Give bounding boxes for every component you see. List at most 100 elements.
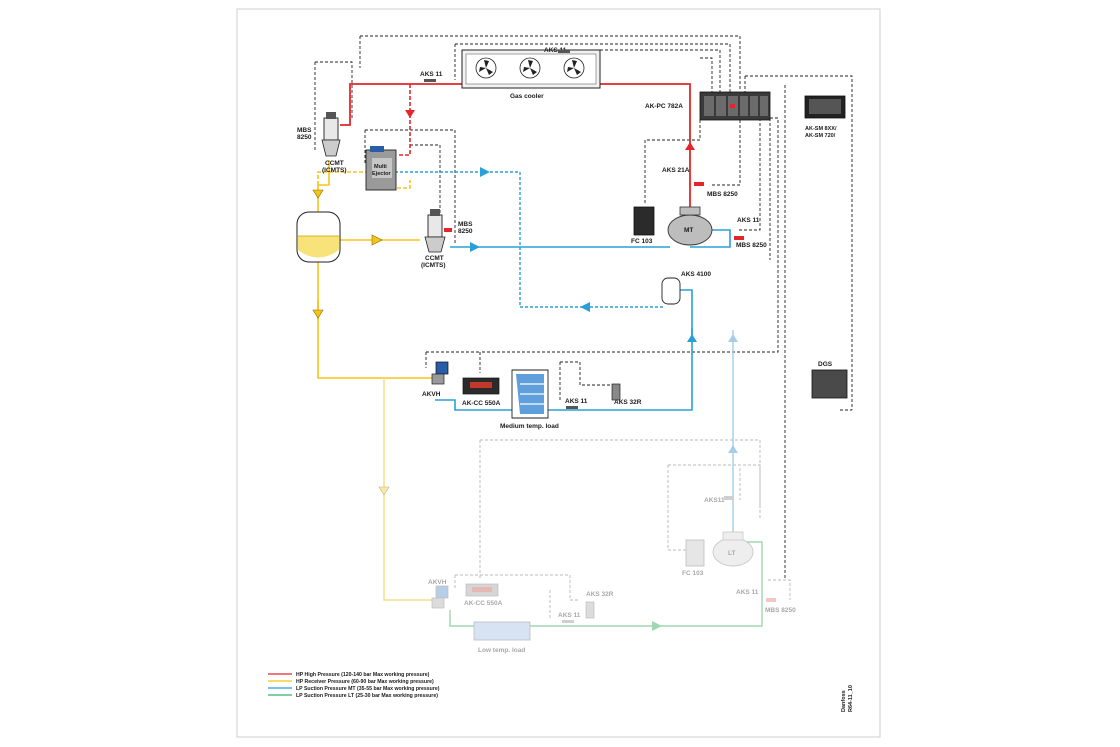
medium-temp-case [511, 369, 549, 419]
aks11-top-label: AKS 11 [544, 47, 567, 54]
ak-cc550a-controller [462, 377, 500, 395]
ccmt-center-label-1: CCMT [425, 255, 444, 262]
fc103-lt-label: FC 103 [682, 570, 704, 577]
mt-compressor-top [679, 206, 701, 216]
suction-mt-dashed [395, 171, 665, 308]
mbs-left-label-1: MBS [297, 127, 312, 134]
mt-label: MT [684, 227, 693, 234]
aks32r-sensor-icon [611, 383, 621, 401]
mbs-left-label-2: 8250 [297, 134, 312, 141]
flow-arrow-lightblue-1 [728, 334, 738, 342]
aks11-right-label: AKS 11 [737, 217, 760, 224]
mbs8250-right-label: MBS 8250 [736, 242, 767, 249]
fc103-label: FC 103 [631, 238, 653, 245]
receiver-pressure-lt [383, 378, 432, 601]
legend-receiver-pressure: HP Receiver Pressure (60-90 bar Max work… [296, 679, 434, 685]
flow-arrow-lightblue-2 [728, 445, 738, 453]
ccmt-center-label-2: (ICMTS) [421, 262, 446, 269]
control-wiring [314, 35, 853, 580]
flow-arrow-blue-4 [687, 334, 697, 342]
ccmt-left-label-1: CCMT [325, 160, 344, 167]
gas-cooler [461, 49, 601, 89]
aks11-load-label: AKS 11 [565, 398, 588, 405]
flow-arrow-blue-3 [580, 302, 590, 312]
fan-icon [519, 57, 541, 79]
aks4100-label: AKS 4100 [681, 271, 711, 278]
flow-arrow-yellow-down-2 [312, 309, 324, 319]
ccmt-left-valve [321, 112, 341, 157]
aks32r-label: AKS 32R [614, 399, 642, 406]
aks21a-sensor-icon [694, 182, 704, 186]
legend-suction-mt: LP Suction Pressure MT (35-55 bar Max wo… [296, 686, 440, 692]
low-load-label: Low temp. load [478, 647, 525, 654]
aks21a-label: AKS 21A [662, 167, 690, 174]
legend-suction-lt: LP Suction Pressure LT (25-30 bar Max wo… [296, 693, 438, 699]
lt-label: LT [728, 550, 735, 557]
multi-ejector-label-1: Multi [374, 164, 387, 170]
flow-arrow-blue-2 [480, 167, 490, 177]
mbs8250-lt-label: MBS 8250 [765, 607, 796, 614]
aks11-load-sensor-icon [566, 406, 578, 409]
low-temp-case [473, 621, 531, 641]
drawing-code-label: R64-11_10 [848, 685, 854, 712]
receiver-tank [296, 211, 341, 263]
suction-mt-lines [435, 229, 731, 411]
flow-arrow-blue-1 [470, 242, 480, 252]
akvh-label: AKVH [422, 391, 441, 398]
ak-pc-label: AK-PC 782A [645, 103, 683, 110]
high-pressure-dashed [397, 84, 411, 156]
ak-cc550a-lt-controller [465, 583, 499, 597]
high-pressure-lines [340, 83, 691, 207]
fc103-drive [633, 206, 655, 236]
receiver-pressure-dashed [317, 171, 411, 189]
legend: HP High Pressure (120-140 bar Max workin… [268, 672, 440, 699]
flow-arrow-green [652, 621, 662, 631]
fan-icon [563, 57, 585, 79]
ak-sm-label-2: AK-SM 720/ [805, 133, 836, 139]
suction-lt-lines [449, 541, 763, 627]
gas-cooler-label: Gas cooler [510, 93, 544, 100]
aks11-lt-load-sensor-icon [562, 620, 574, 623]
fc103-lt-drive [685, 539, 705, 567]
page-border [236, 8, 881, 738]
ak-sm-label-1: AK-SM 8XX/ [805, 126, 837, 132]
danfoss-label: Danfoss [841, 690, 847, 712]
ak-cc550a-lt-label: AK-CC 550A [464, 600, 503, 607]
aks32r-lt-label: AKS 32R [586, 591, 614, 598]
flow-arrow-yellow-right [371, 234, 383, 246]
mbs8250-lt-sensor-icon [766, 598, 776, 602]
mbs8250-mid-label: MBS 8250 [707, 191, 738, 198]
flow-arrow-yellow-down-1 [312, 189, 324, 199]
aks11-lt-load-label: AKS 11 [558, 612, 581, 619]
ak-pc-controller [699, 91, 771, 121]
legend-high-pressure: HP High Pressure (120-140 bar Max workin… [296, 672, 430, 678]
aks32r-lt-sensor-icon [585, 601, 595, 619]
ak-cc550a-label: AK-CC 550A [462, 400, 501, 407]
multi-ejector [365, 146, 397, 191]
lt-compressor-top [722, 531, 744, 541]
aks11-lt-right-label: AKS 11 [736, 589, 759, 596]
ak-sm-monitor [804, 95, 846, 119]
flow-arrow-yellow-down-lt [378, 486, 390, 496]
mbs8250-right-sensor-icon [734, 236, 744, 240]
lt-control-wiring [454, 439, 791, 620]
dgs-label: DGS [818, 361, 833, 368]
aks11-lt-sensor-icon [724, 496, 734, 500]
akvh-lt-valve [431, 585, 449, 609]
aks4100-vessel [661, 277, 681, 305]
multi-ejector-label-2: Ejector [372, 171, 392, 177]
mbs-center-label-2: 8250 [458, 228, 473, 235]
ccmt-center-valve [424, 209, 452, 253]
aks11-left-label: AKS 11 [420, 71, 443, 78]
ccmt-left-label-2: (ICMTS) [322, 167, 347, 174]
flow-arrow-red-down [405, 110, 415, 118]
aks11-left-sensor-icon [424, 79, 436, 82]
flow-arrow-red-up [685, 142, 695, 150]
akvh-valve [431, 361, 449, 385]
fan-icon [475, 57, 497, 79]
aks11-lt-label: AKS11 [704, 497, 725, 504]
akvh-lt-label: AKVH [428, 579, 447, 586]
mbs-center-label-1: MBS [458, 221, 473, 228]
dgs-box [811, 369, 848, 399]
